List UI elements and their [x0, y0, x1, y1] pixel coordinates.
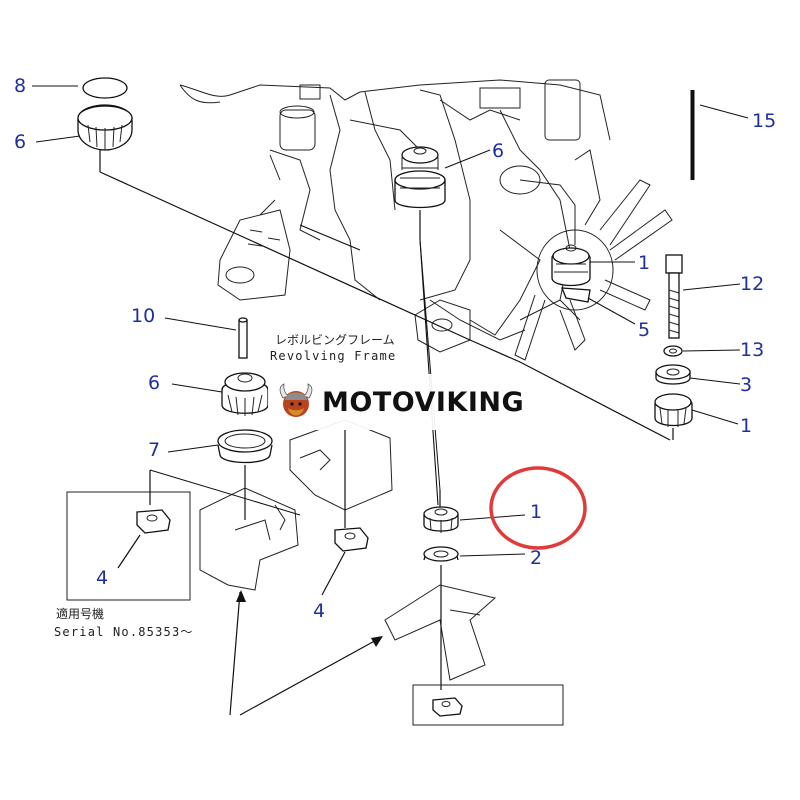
serial-label-jp: 適用号機: [56, 606, 104, 621]
callout-1-highlighted: 1: [530, 501, 542, 523]
rubber-mount-right-upper: [551, 244, 591, 303]
callout-6-left-mid: 6: [148, 372, 160, 394]
callout-1-upper: 1: [638, 252, 650, 274]
revolving-frame-label-en: Revolving Frame: [270, 349, 396, 363]
callout-12: 12: [740, 273, 764, 295]
watermark-text: MOTOVIKING: [322, 386, 525, 418]
highlight-circle: [489, 466, 587, 550]
callout-15: 15: [752, 110, 776, 132]
frame-guide: [299, 224, 361, 251]
callout-5: 5: [638, 319, 650, 341]
bottom-box: [412, 684, 564, 726]
viking-head-icon: [279, 383, 313, 417]
rubber-mount-center-lower: [423, 506, 459, 533]
callout-13: 13: [740, 339, 764, 361]
callout-7: 7: [148, 439, 160, 461]
serial-box: [66, 491, 191, 601]
callout-6-center-top: 6: [492, 140, 504, 162]
long-bolt: [689, 90, 695, 180]
bolt-12: [665, 254, 683, 339]
engine-assembly: [179, 79, 673, 361]
pin-10: [238, 319, 248, 359]
callout-4-left: 4: [96, 567, 108, 589]
rubber-mount-right-lower: [654, 393, 693, 427]
callout-1-right: 1: [740, 415, 752, 437]
callout-8: 8: [14, 75, 26, 97]
stopper-bracket-center: [289, 419, 393, 552]
callout-numbers: 8 6 6 15 1 12 5 10 13 6 3 1 7 1 2 4 4: [14, 75, 776, 622]
leader-lines: [32, 85, 749, 557]
serial-label-en: Serial No.85353～: [54, 625, 194, 639]
washer-13: [663, 345, 683, 357]
frame-bracket-bottom: [384, 584, 497, 681]
stopper-bracket-left: [199, 487, 299, 591]
watermark-logo: MOTOVIKING: [268, 374, 536, 430]
cup-7: [217, 429, 273, 464]
callout-3: 3: [740, 374, 752, 396]
callout-6-left-top: 6: [14, 131, 26, 153]
revolving-frame-label-jp: レボルビングフレーム: [275, 333, 395, 347]
frame-outline: [99, 171, 671, 441]
callout-4-center: 4: [313, 600, 325, 622]
rubber-mount-left-mid: [221, 372, 269, 416]
callout-2: 2: [530, 547, 542, 569]
washer-center-lower: [423, 546, 459, 562]
callout-10: 10: [131, 305, 155, 327]
rubber-mount-center-top: [394, 146, 446, 209]
rubber-mount-left-top: [77, 77, 133, 151]
plate-3: [655, 364, 691, 385]
